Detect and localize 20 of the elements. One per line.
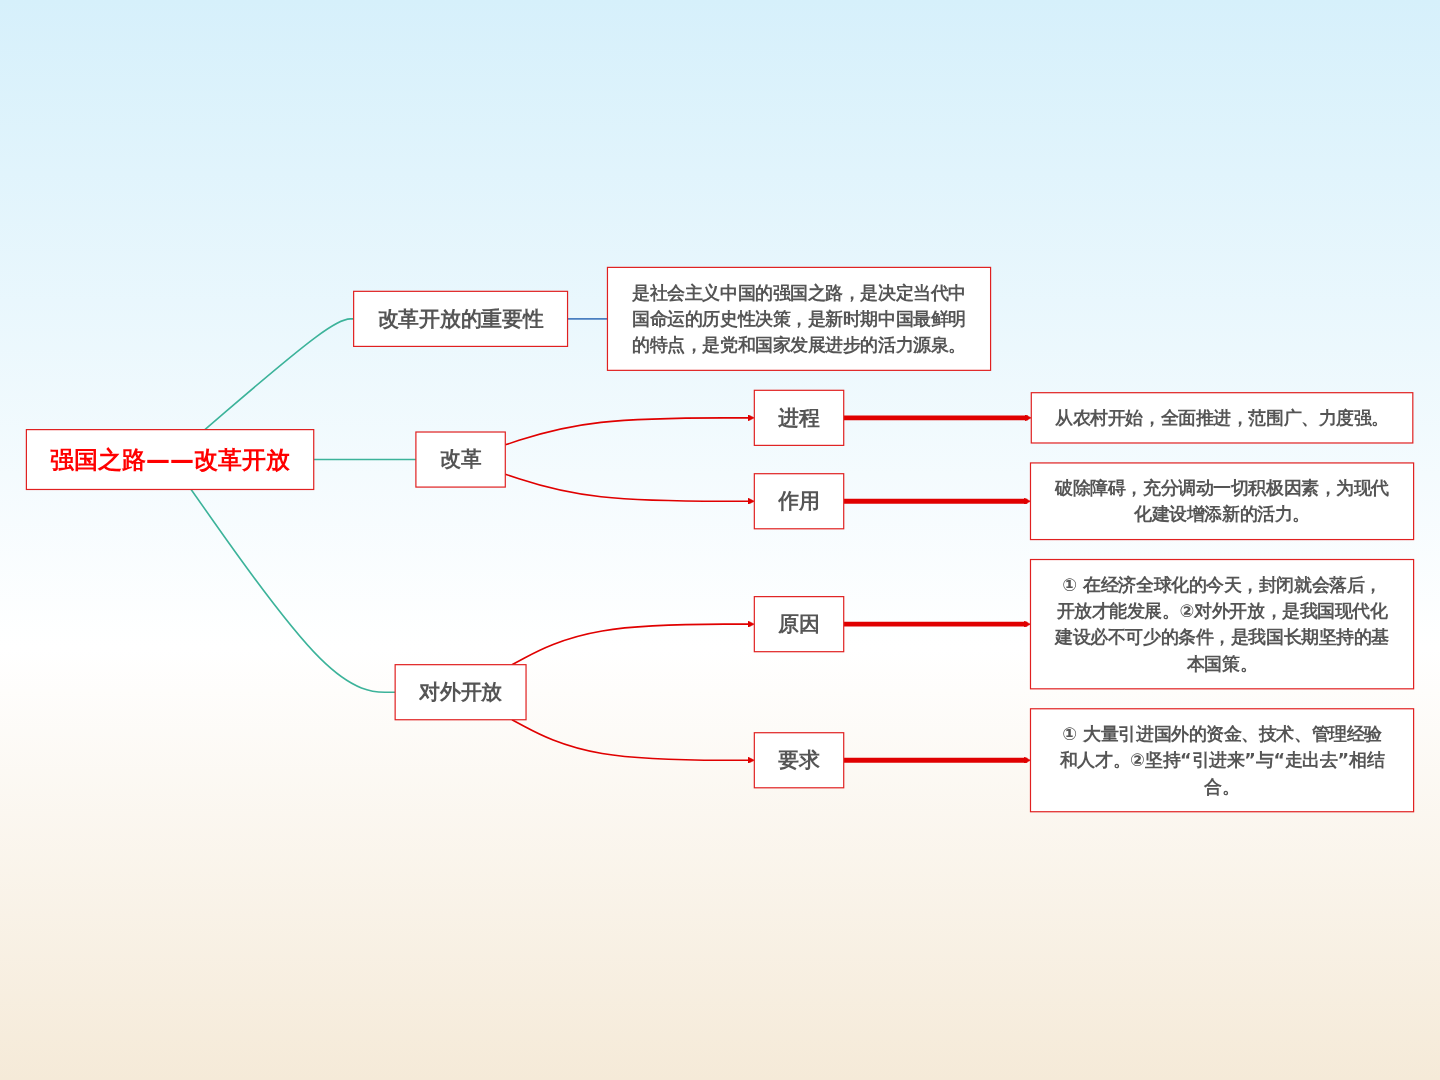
- node-box: ① 在经济全球化的今天，封闭就会落后，开放才能发展。②对外开放，是我国现代化建设必不可少的条件，是我国长期坚持的基本国策。: [1029, 559, 1415, 690]
- node-box: 改革: [415, 431, 506, 489]
- node-box: 强国之路——改革开放: [25, 429, 315, 491]
- arrow: [511, 621, 755, 666]
- node-box: ① 大量引进国外的资金、技术、管理经验和人才。②坚持“引进来”与“走出去”相结合。: [1029, 708, 1415, 813]
- node-box: 从农村开始，全面推进，范围广、力度强。: [1030, 392, 1414, 445]
- arrow: [511, 719, 755, 765]
- node-box: 进程: [753, 390, 845, 447]
- arrow: [843, 757, 1031, 765]
- node-box: 要求: [753, 732, 845, 789]
- arrow: [843, 621, 1031, 629]
- node-box: 对外开放: [394, 664, 527, 721]
- node-box: 原因: [753, 596, 845, 653]
- node-box: 破除障碍，充分调动一切积极因素，为现代化建设增添新的活力。: [1029, 462, 1415, 541]
- node-box: 是社会主义中国的强国之路，是决定当代中国命运的历史性决策，是新时期中国最鲜明的特点，是党和国家发展进步的活力源泉。: [606, 267, 992, 372]
- arrow: [843, 498, 1031, 506]
- arrow: [843, 414, 1032, 422]
- node-box: 作用: [753, 473, 845, 530]
- connector: [190, 489, 396, 694]
- node-box: 改革开放的重要性: [353, 291, 569, 348]
